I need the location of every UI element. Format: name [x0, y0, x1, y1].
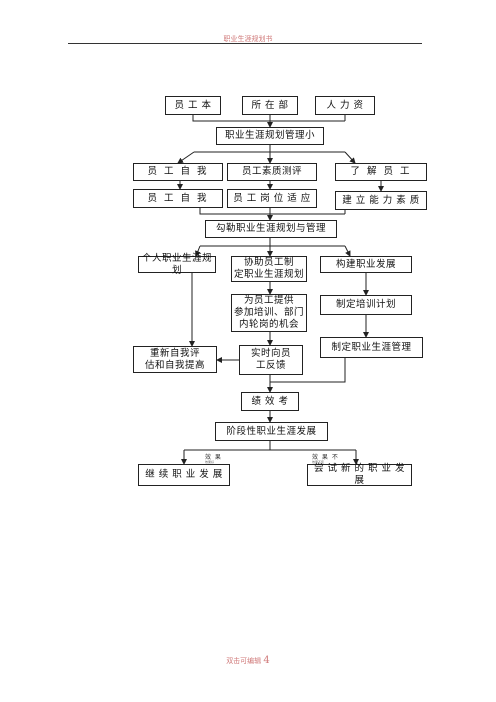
box-assist-plan: 协助员工制 定职业生涯规划 — [231, 256, 307, 282]
box-know-staff: 了 解 员 工 — [335, 163, 427, 181]
box-perf: 绩 效 考 — [241, 392, 299, 411]
box-build-channel: 构建职业发展 — [320, 256, 412, 273]
box-quality-eval: 员工素质测评 — [227, 163, 317, 181]
box-provide-opportunity: 为员工提供 参加培训、部门 内轮岗的机会 — [231, 294, 307, 332]
box-training-plan: 制定培训计划 — [320, 295, 412, 315]
box-staff-basic: 员 工 本 — [165, 96, 221, 115]
page-footer: 双击可编辑 4 — [0, 655, 496, 666]
box-planning-group: 职业生涯规划管理小 — [216, 127, 324, 145]
box-post-fit: 员 工 岗 位 适 应 — [227, 189, 317, 208]
box-continue: 继 续 职 业 发 展 — [138, 464, 230, 486]
box-reassess: 重新自我评 估和自我提高 — [133, 346, 217, 373]
box-self-b: 员 工 自 我 — [133, 189, 223, 208]
box-feedback: 实时向员 工反馈 — [239, 345, 303, 375]
box-outline: 勾勒职业生涯规划与管理 — [205, 220, 337, 238]
box-personal-plan: 个人职业生涯规划 — [138, 253, 216, 276]
edge-label-bad: 效 果 不 — [312, 454, 339, 461]
page-header: 职业生涯规划书 — [223, 35, 273, 43]
footer-prefix: 双击可编辑 — [226, 657, 262, 665]
box-try-new: 尝 试 新 的 职 业 发 展 — [307, 463, 412, 486]
box-department: 所 在 部 — [242, 96, 298, 115]
page-number: 4 — [263, 655, 270, 666]
edge-label-good: 效 果 — [205, 454, 222, 461]
edge-sub-bad: 效果不佳 — [312, 460, 325, 464]
box-ability-model: 建 立 能 力 素 质 — [335, 191, 427, 210]
box-mgmt: 制定职业生涯管理 — [320, 337, 423, 358]
box-stage: 阶段性职业生涯发展 — [215, 422, 328, 441]
header-rule — [68, 43, 422, 44]
box-self-a: 员 工 自 我 — [133, 163, 223, 181]
edge-sub-good: 效果好 — [205, 460, 215, 464]
box-hr: 人 力 资 — [315, 96, 375, 115]
